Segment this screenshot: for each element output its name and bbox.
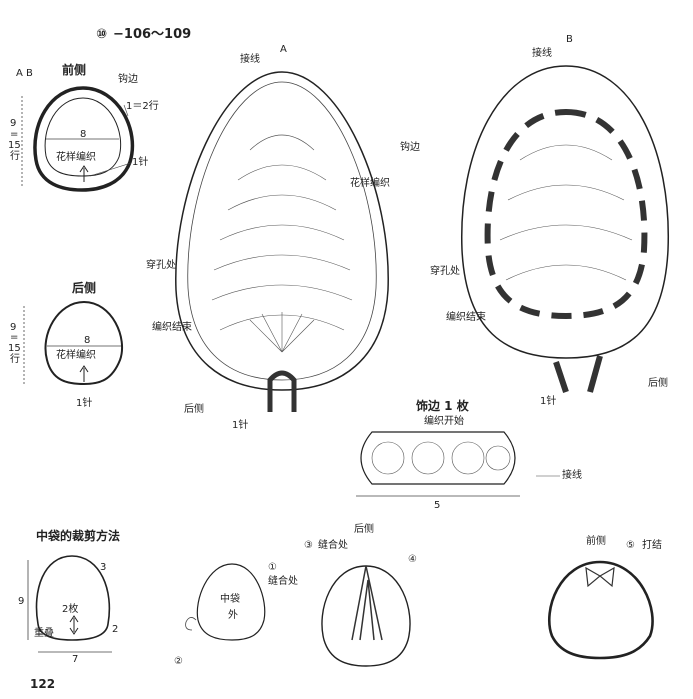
- cut-outline: [35, 555, 111, 641]
- back-up-arrow: [79, 365, 89, 382]
- back-schematic: 后侧 8 花样编织 9 = 15 行 1针: [8, 280, 124, 409]
- diagram-b-join-label: 接线: [532, 46, 552, 59]
- inner-bag: 中袋 外 ① 缝合处 ②: [174, 562, 298, 667]
- front-assembly-outline: [547, 560, 654, 660]
- back-height-label: 9: [10, 322, 16, 333]
- front-up-arrow: [79, 165, 89, 182]
- inner-bag-gather: [185, 617, 197, 631]
- front-rows-leader: [123, 104, 129, 117]
- back-width-label: 8: [84, 335, 90, 346]
- front-start-label: 1针: [132, 155, 148, 168]
- cut-overlap-label: 重叠: [34, 626, 54, 639]
- inner-bag-title: 中袋: [220, 592, 240, 605]
- front-ab-label: A B: [16, 68, 33, 79]
- diagram-b-back-label: 后侧: [648, 376, 668, 389]
- page-number: 122: [30, 677, 55, 691]
- diagram-a-inner-edge: [187, 81, 377, 381]
- back-assembly-outline: [321, 565, 411, 667]
- inner-bag-n1: ①: [268, 562, 277, 573]
- cut-grain-arrow: [69, 615, 79, 635]
- diagram-b-thread-path: [484, 108, 648, 320]
- cut-pattern: 中袋的裁剪方法 7 9 2枚 重叠 3 2: [18, 528, 120, 665]
- back-outline: [44, 300, 124, 386]
- bow-icon: [585, 566, 615, 588]
- front-pattern-label: 花样编织: [56, 150, 96, 163]
- diagram-b-letter: B: [566, 34, 573, 45]
- front-assembly-n5: ⑤: [626, 540, 635, 551]
- header: ⑩ −106～109: [96, 27, 191, 42]
- header-circled-number: ⑩: [96, 27, 107, 42]
- back-assembly-seam: 缝合处: [318, 538, 348, 551]
- diagram-b-finish-label: 编织结束: [446, 310, 486, 323]
- diagram-a-outer-edge: [175, 71, 389, 391]
- front-inner-outline: [44, 97, 122, 177]
- back-title: 后侧: [72, 280, 96, 295]
- cut-width-label: 7: [72, 654, 78, 665]
- front-assembly: 前侧 ⑤ 打结: [547, 534, 662, 660]
- front-assembly-knot: 打结: [642, 538, 662, 551]
- diagram-a-back-bar: [267, 370, 297, 412]
- diagram-b-stitch-arcs: [499, 144, 633, 281]
- front-rows-label: 1＝2行: [126, 99, 159, 112]
- back-pattern-label: 花样编织: [56, 348, 96, 361]
- diagram-a: A 接线 钩边 花样编织 穿孔处 编织结束 后侧 1针: [146, 44, 420, 431]
- front-assembly-title: 前侧: [586, 534, 606, 547]
- diagram-a-pattern-label: 花样编织: [350, 176, 390, 189]
- back-assembly: 后侧 ③ 缝合处 ④: [304, 522, 417, 667]
- trim-join-label: 接线: [562, 468, 582, 481]
- cut-m2-label: 2: [112, 624, 118, 635]
- trim-width-label: 5: [434, 500, 440, 511]
- diagram-b-start-label: 1针: [540, 394, 556, 407]
- diagram-a-edge-label: 钩边: [400, 141, 420, 153]
- front-edge-label: 钩边: [118, 73, 138, 85]
- header-range: −106～109: [113, 27, 191, 42]
- back-assembly-title: 后侧: [354, 522, 374, 535]
- back-assembly-n4: ④: [408, 554, 417, 565]
- diagram-a-finish-label: 编织结束: [152, 320, 192, 333]
- back-row-unit: 行: [10, 352, 20, 365]
- back-assembly-straps: [351, 565, 383, 641]
- trim-start-label: 编织开始: [424, 414, 464, 427]
- inner-bag-seam: 缝合处: [268, 574, 298, 587]
- front-outer-outline: [33, 86, 135, 192]
- back-assembly-n3: ③: [304, 540, 313, 551]
- trim-diagram: 饰边 1 枚 编织开始 接线 5: [356, 398, 582, 511]
- inner-bag-outer: 外: [228, 609, 238, 621]
- cut-m3-label: 3: [100, 562, 106, 573]
- front-width-label: 8: [80, 129, 86, 140]
- diagram-a-start-label: 1针: [232, 418, 248, 431]
- front-schematic: A B 前侧 钩边 8 花样编织 9 = 15 行 1＝2行 1针: [8, 62, 159, 192]
- diagram-a-join-label: 接线: [240, 52, 260, 65]
- back-eq-label: =: [10, 332, 18, 343]
- diagram-a-fan-motif: [249, 312, 315, 353]
- back-rows-count: 15: [8, 343, 21, 354]
- diagram-a-back-label: 后侧: [184, 402, 204, 415]
- front-height-label: 9: [10, 118, 16, 129]
- cut-title: 中袋的裁剪方法: [36, 528, 120, 543]
- diagram-b: B 接线 穿孔处 编织结束 后侧 1针: [430, 34, 670, 407]
- front-row-unit: 行: [10, 149, 20, 162]
- cut-height-label: 9: [18, 596, 24, 607]
- inner-bag-outline: [196, 563, 266, 641]
- diagram-a-thread-label: 穿孔处: [146, 258, 176, 271]
- diagram-b-back-bar-left: [553, 361, 569, 393]
- trim-flower-motifs: [371, 441, 511, 475]
- diagram-a-letter: A: [280, 44, 287, 55]
- diagram-b-back-bar-right: [587, 355, 603, 393]
- front-rows-count: 15: [8, 140, 21, 151]
- back-start-label: 1针: [76, 396, 92, 409]
- front-eq-label: =: [10, 129, 18, 140]
- cut-count-label: 2枚: [62, 602, 78, 615]
- trim-title: 饰边 1 枚: [416, 398, 470, 413]
- diagram-b-thread-label: 穿孔处: [430, 264, 460, 277]
- front-title: 前侧: [62, 62, 86, 77]
- trim-outline: [360, 431, 516, 485]
- diagram-b-outer-edge: [461, 65, 670, 359]
- inner-bag-n2: ②: [174, 656, 183, 667]
- diagram-a-stitch-arcs: [211, 134, 353, 331]
- front-start-leader: [89, 162, 132, 177]
